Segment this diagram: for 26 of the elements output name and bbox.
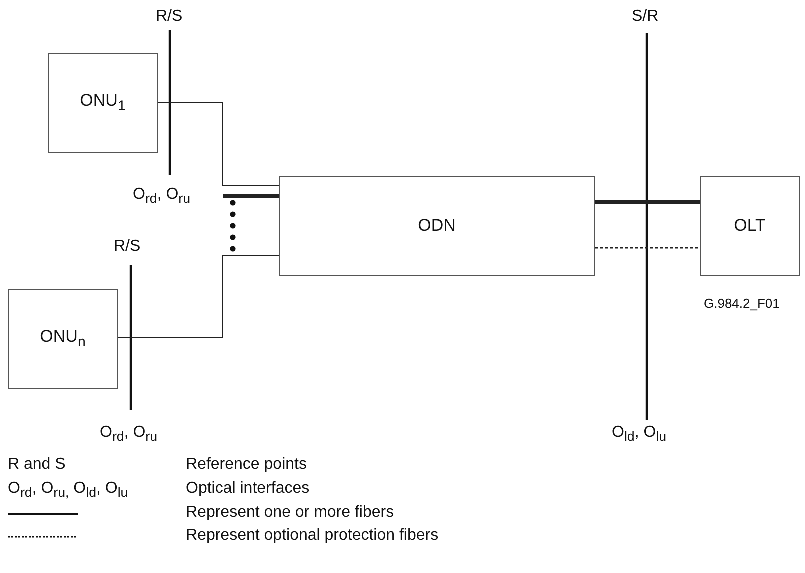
equipment-box [48,53,158,153]
node-label: OLT [734,216,766,236]
node-label: ODN [418,216,456,236]
fiber-line [595,200,700,204]
equipment-box [8,289,118,389]
reference-label: R/S [156,8,183,26]
node-label: ONU$_{1}$ [80,91,126,115]
reference-label: S/R [632,8,659,26]
node-label: ONU$_{n}$ [40,327,86,351]
legend-text: Optical interfaces [186,480,310,498]
fiber-line [223,194,279,198]
legend-text: Reference points [186,456,307,474]
legend-text: R and S [8,456,66,474]
legend-text: O$_{rd}$, O$_{ru,}$ O$_{ld}$, O$_{lu}$ [8,480,128,501]
fiber-line [118,256,280,338]
reference-label: O$_{ld}$, O$_{lu}$ [612,424,667,445]
fiber-line [158,102,280,186]
equipment-box [700,176,800,276]
reference-label: R/S [114,238,141,256]
reference-label: O$_{rd}$, O$_{ru}$ [133,186,191,207]
equipment-box [279,176,595,276]
fiber-line [595,247,700,249]
legend-text: Represent one or more fibers [186,504,394,522]
legend-text: Represent optional protection fibers [186,527,439,545]
figure-id: G.984.2_F01 [704,297,780,312]
reference-label: O$_{rd}$, O$_{ru}$ [100,424,158,445]
